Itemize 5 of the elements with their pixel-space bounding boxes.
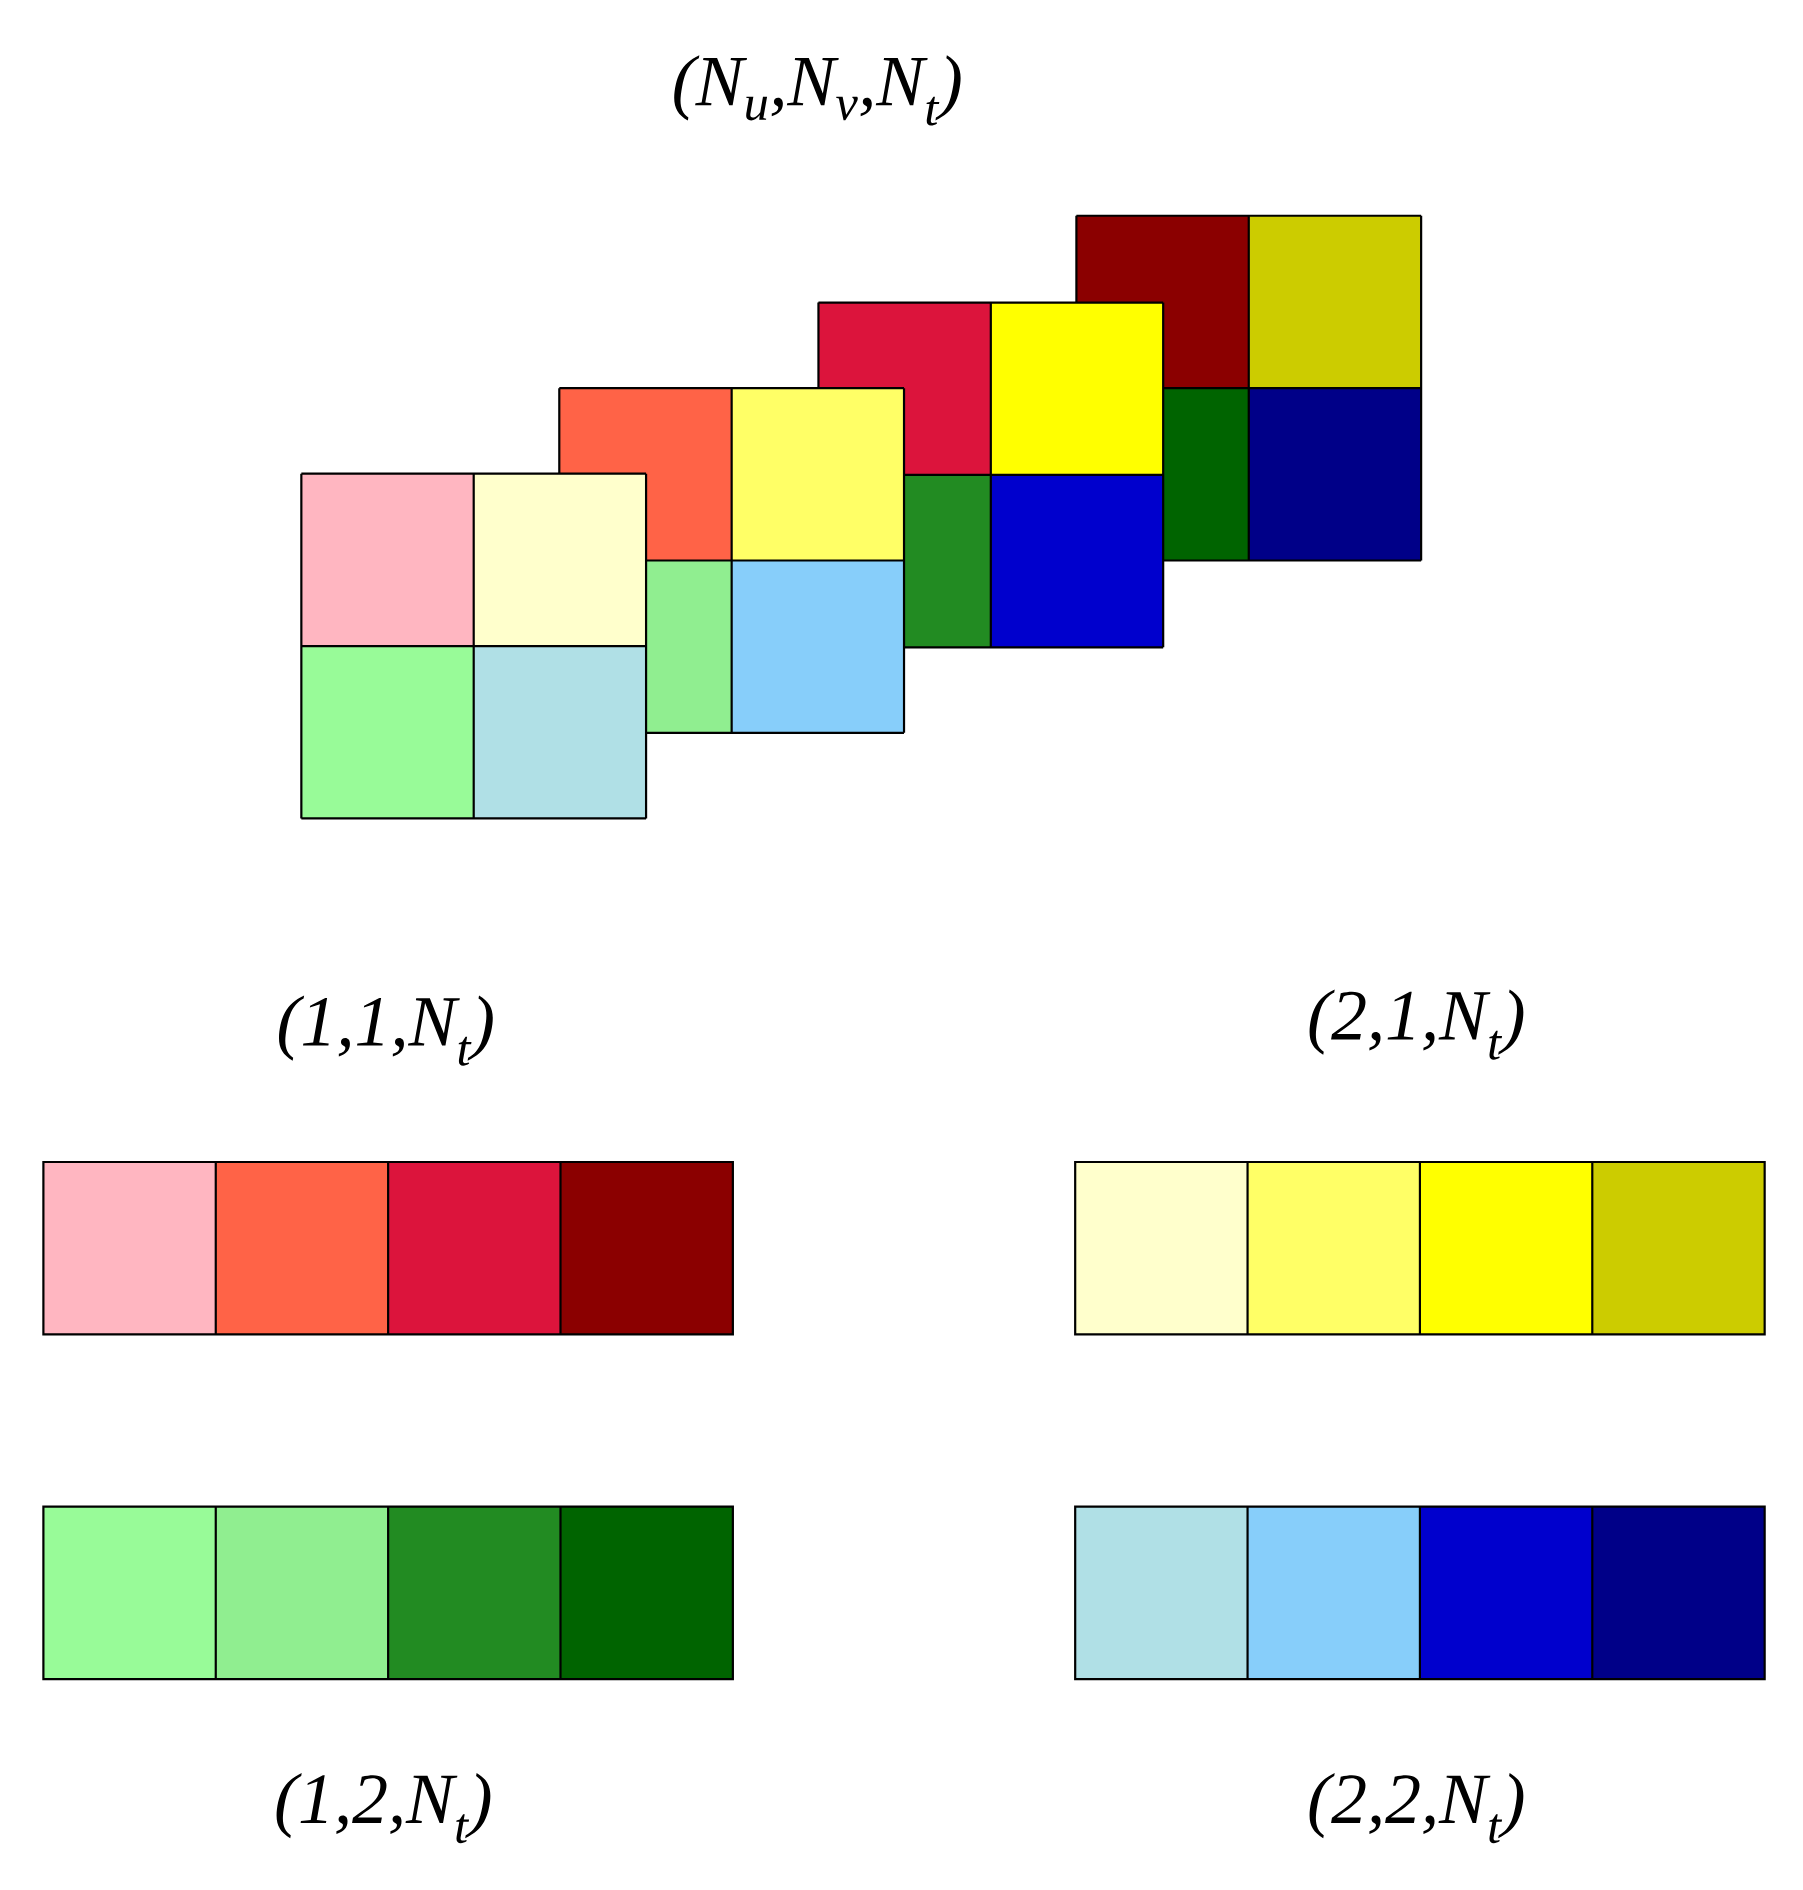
tuple-label: (2,1,N$_{t}$) [1309, 989, 1524, 1060]
tuple-label: (1,1,N$_{t}$) [278, 995, 493, 1066]
tuple-label: (2,2,N$_{t}$) [1309, 1772, 1524, 1844]
tuple-label: (N$_{u}$,N$_{v}$,N$_{t}$) [674, 55, 961, 126]
tuple-label: (1,2,N$_{t}$) [276, 1772, 491, 1844]
